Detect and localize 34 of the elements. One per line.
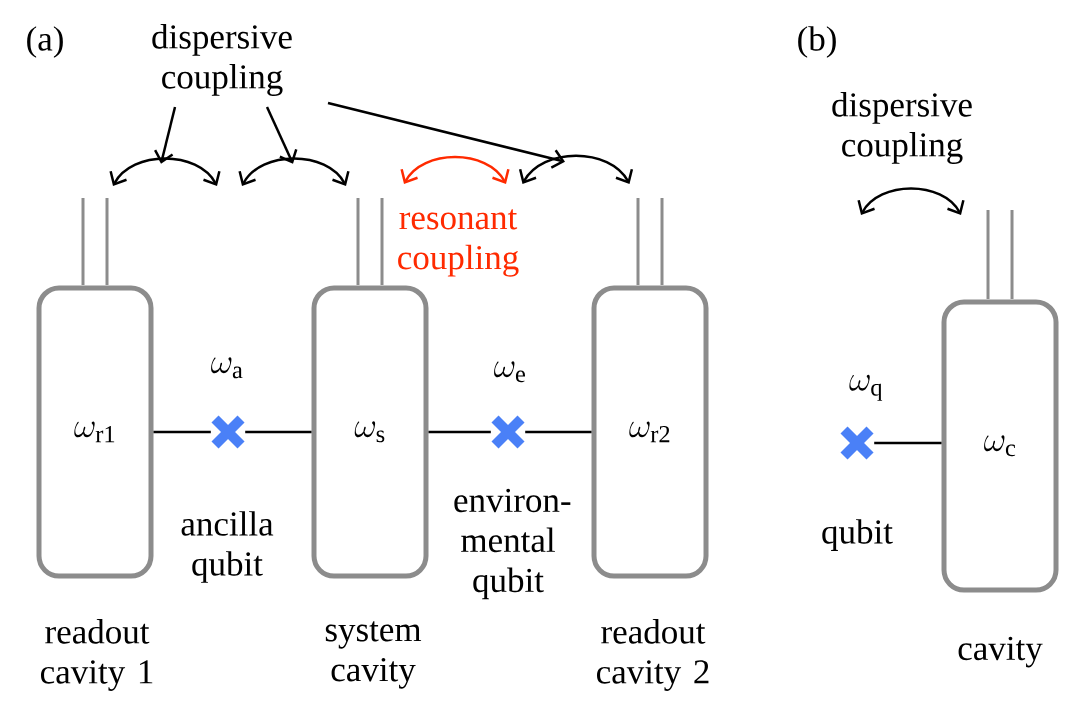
qubit-cross: [491, 415, 525, 449]
frequency-label: $\omega_{\mathrm{e}}$: [494, 361, 525, 383]
cavity-label: readout cavity 2: [597, 619, 709, 691]
qubit-label: qubit: [822, 519, 893, 551]
qubit-cross: [211, 415, 245, 449]
cavity-box: $\omega_{\mathrm{r1}}$: [36, 198, 154, 579]
qubit-cross: [840, 426, 874, 460]
coupling-line: [153, 430, 211, 434]
leader-arrow: [327, 101, 565, 169]
coupling-line: [245, 430, 312, 434]
panel-label: (b): [798, 26, 836, 58]
coupling-arrow: [400, 155, 510, 184]
panel-label: (a): [27, 26, 63, 58]
leader-arrow: [265, 106, 298, 164]
cavity-box: $\omega_{\mathrm{c}}$: [941, 210, 1059, 593]
coupling-arrow: [857, 187, 965, 215]
coupling-arrow: [109, 157, 221, 186]
frequency-label: $\omega_{\mathrm{a}}$: [211, 357, 243, 379]
frequency-label: $\omega_{\mathrm{q}}$: [849, 374, 883, 401]
annotation-text: dispersive coupling: [152, 24, 292, 96]
coupling-label: dispersive coupling: [832, 92, 972, 164]
coupling-line: [428, 430, 491, 434]
qubit-label: environ- mental qubit: [454, 488, 571, 600]
leader-arrow: [154, 106, 177, 164]
panel-label: ancilla qubit: [181, 511, 274, 583]
coupling-arrow: [518, 154, 634, 184]
cavity-label: cavity: [958, 636, 1043, 668]
cavity-label: system cavity: [325, 621, 422, 689]
coupling-line: [874, 441, 942, 445]
coupling-arrow: [238, 157, 350, 186]
cavity-label: readout cavity 1: [41, 619, 153, 691]
coupling-label: resonant coupling: [398, 209, 519, 277]
coupling-line: [525, 430, 592, 434]
cavity-box: $\omega_{\mathrm{r2}}$: [591, 198, 709, 579]
